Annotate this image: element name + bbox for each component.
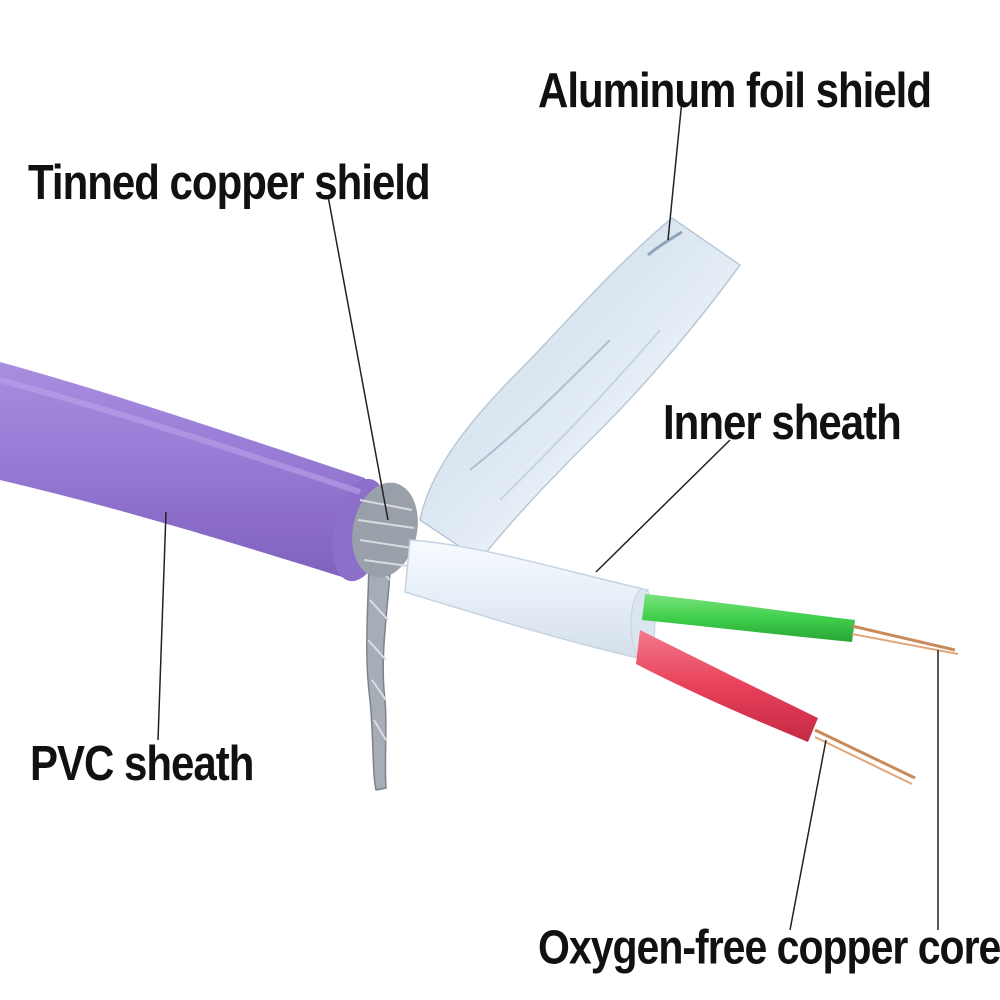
braid-fringe: [352, 482, 418, 578]
label-pvc-sheath: PVC sheath: [30, 735, 254, 791]
leader-tinned: [327, 195, 389, 521]
leader-inner: [595, 439, 731, 573]
aluminum-foil-shield: [419, 217, 742, 562]
leader-foil: [667, 99, 683, 241]
inner-sheath: [404, 539, 656, 660]
green-conductor: [642, 594, 959, 655]
leader-lines: [157, 99, 939, 931]
label-tinned-copper-shield: Tinned copper shield: [28, 154, 431, 210]
label-aluminum-foil-shield: Aluminum foil shield: [538, 62, 932, 118]
red-conductor: [636, 630, 916, 785]
leader-core-red: [789, 739, 827, 931]
label-oxygen-free-copper-core: Oxygen-free copper core: [538, 920, 1000, 975]
label-inner-sheath: Inner sheath: [663, 394, 902, 450]
leader-pvc: [157, 511, 167, 741]
pvc-sheath: [0, 362, 388, 582]
